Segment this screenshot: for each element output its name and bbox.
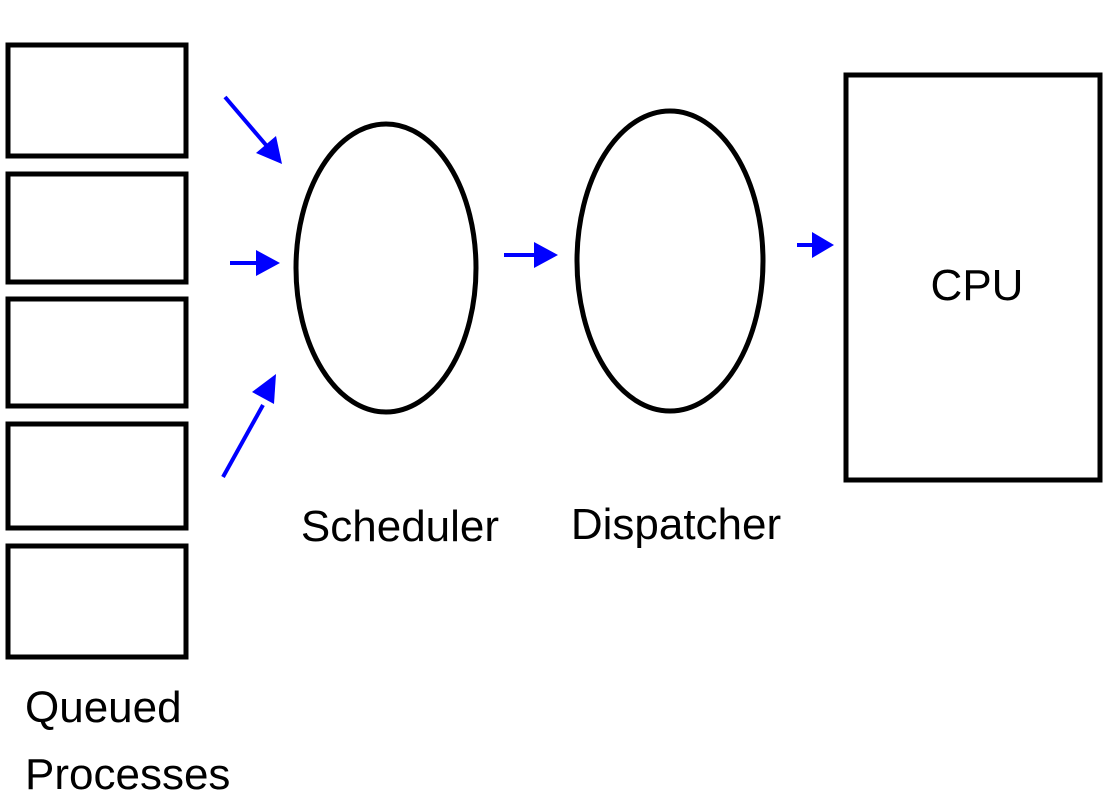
queue-slot [5, 171, 189, 285]
queue-slot [5, 296, 189, 409]
arrow-icon [223, 95, 282, 164]
queue-slot [5, 42, 189, 159]
dispatcher-node [574, 108, 766, 414]
arrow-icon [797, 232, 834, 258]
queue-slot [5, 421, 189, 531]
cpu-label: CPU [931, 261, 1024, 310]
arrow-icon [221, 374, 276, 478]
process-queue [5, 42, 189, 660]
queue-to-scheduler-arrows [221, 95, 282, 478]
cpu-box [843, 72, 1103, 483]
queue-label-line1: Queued [25, 683, 182, 732]
queue-label-line2: Processes [25, 750, 230, 799]
arrow-icon [504, 242, 558, 268]
scheduler-node [293, 121, 479, 415]
arrow-icon [230, 250, 280, 276]
dispatcher-label: Dispatcher [571, 500, 781, 549]
scheduler-label: Scheduler [301, 502, 499, 551]
queue-slot [5, 543, 189, 660]
